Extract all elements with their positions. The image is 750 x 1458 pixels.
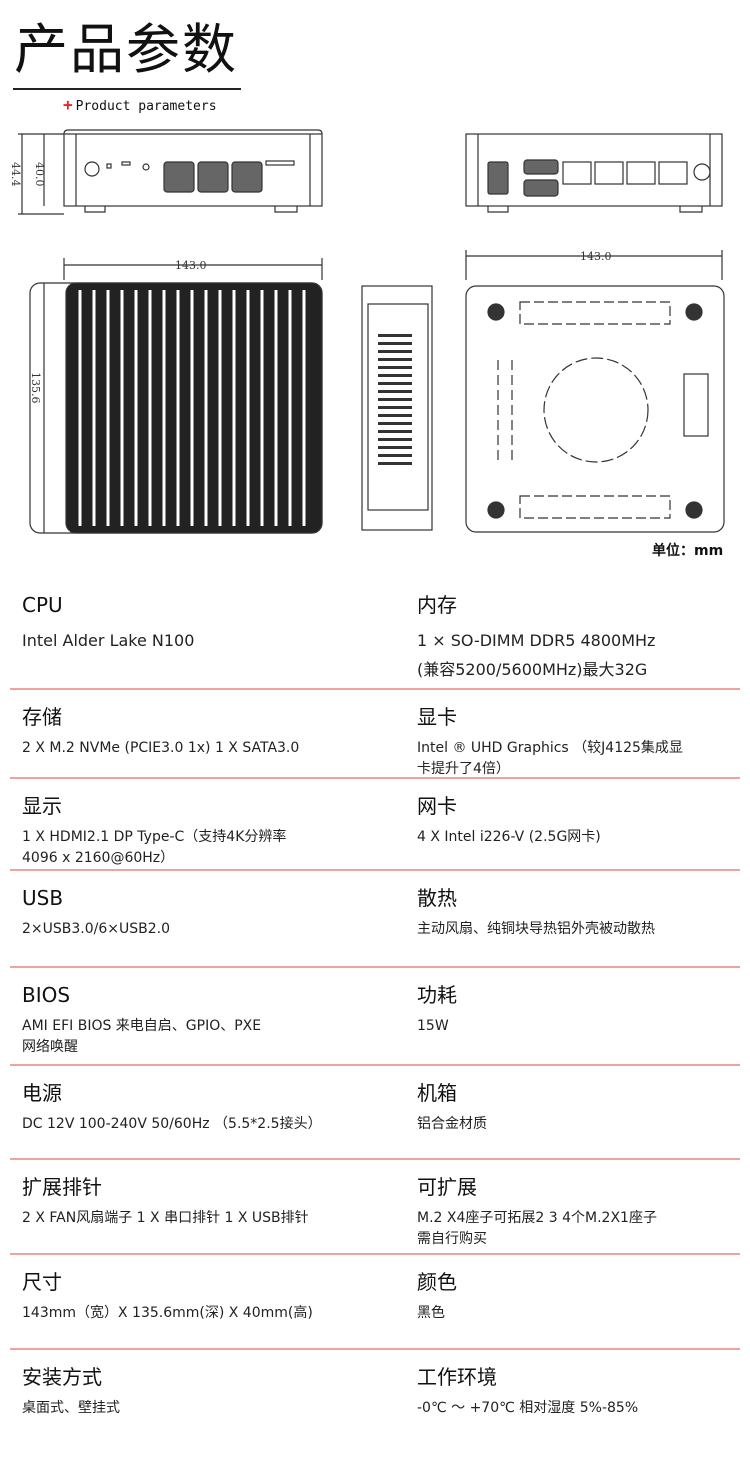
spec-left: 尺寸 143mm（宽）X 135.6mm(深) X 40mm(高) xyxy=(22,1255,392,1324)
spec-label: 电源 xyxy=(22,1081,62,1105)
plus-icon: + xyxy=(63,95,73,114)
spec-left: BIOS AMI EFI BIOS 来电自启、GPIO、PXE 网络唤醒 xyxy=(22,968,392,1058)
spec-value: 1 X HDMI2.1 DP Type-C（支持4K分辨率 xyxy=(22,829,287,845)
spec-left: 显示 1 X HDMI2.1 DP Type-C（支持4K分辨率 4096 x 21… xyxy=(22,779,392,869)
spec-label: 安装方式 xyxy=(22,1365,102,1389)
spec-row: 显示 1 X HDMI2.1 DP Type-C（支持4K分辨率 4096 x 21… xyxy=(10,779,740,871)
spec-label: 存储 xyxy=(22,705,62,729)
spec-value: 143mm（宽）X 135.6mm(深) X 40mm(高) xyxy=(22,1305,313,1321)
spec-right: 工作环境 -0℃ ～ +70℃ 相对湿度 5%-85% xyxy=(417,1350,737,1419)
dim-height-total: 44.4 xyxy=(9,162,22,187)
spec-value: 4 X Intel i226-V (2.5G网卡) xyxy=(417,829,601,845)
spec-row: BIOS AMI EFI BIOS 来电自启、GPIO、PXE 网络唤醒 功耗 15W xyxy=(10,968,740,1066)
spec-left: 扩展排针 2 X FAN风扇端子 1 X 串口排针 1 X USB排针 xyxy=(22,1160,392,1229)
spec-value: 主动风扇、纯铜块导热铝外壳被动散热 xyxy=(417,921,655,937)
spec-value: 需自行购买 xyxy=(417,1231,487,1247)
spec-label: 内存 xyxy=(417,593,457,617)
spec-row: 扩展排针 2 X FAN风扇端子 1 X 串口排针 1 X USB排针 可扩展 M.2… xyxy=(10,1160,740,1255)
spec-value: (兼容5200/5600MHz)最大32G xyxy=(417,660,648,679)
spec-right: 颜色黑色 xyxy=(417,1255,737,1324)
spec-value: 2 X M.2 NVMe (PCIE3.0 1x) 1 X SATA3.0 xyxy=(22,740,300,756)
spec-row: 存储 2 X M.2 NVMe (PCIE3.0 1x) 1 X SATA3.0 显… xyxy=(10,690,740,779)
spec-value: 4096 x 2160@60Hz） xyxy=(22,850,175,866)
spec-value: 1 × SO-DIMM DDR5 4800MHz xyxy=(417,631,656,650)
spec-right: 显卡 Intel ® UHD Graphics （较J4125集成显卡提升了4倍） xyxy=(417,690,737,780)
spec-row: USB 2×USB3.0/6×USB2.0 散热主动风扇、纯铜块导热铝外壳被动散热 xyxy=(10,871,740,968)
spec-label: 尺寸 xyxy=(22,1270,62,1294)
spec-right: 可扩展 M.2 X4座子可拓展2 3 4个M.2X1座子需自行购买 xyxy=(417,1160,737,1250)
spec-value: -0℃ ～ +70℃ 相对湿度 5%-85% xyxy=(417,1400,639,1416)
top-view: 143.0 135.6 xyxy=(29,258,323,534)
spec-value: 黑色 xyxy=(417,1305,445,1321)
spec-label: CPU xyxy=(22,593,63,617)
spec-value: DC 12V 100-240V 50/60Hz （5.5*2.5接头） xyxy=(22,1116,322,1132)
dim-depth: 135.6 xyxy=(29,372,42,404)
spec-label: 显示 xyxy=(22,794,62,818)
spec-row: 安装方式桌面式、壁挂式 工作环境 -0℃ ～ +70℃ 相对湿度 5%-85% xyxy=(10,1350,740,1458)
side-view xyxy=(361,285,433,531)
spec-left: 电源 DC 12V 100-240V 50/60Hz （5.5*2.5接头） xyxy=(22,1066,392,1135)
dim-width-bottom: 143.0 xyxy=(580,250,612,263)
spec-label: 机箱 xyxy=(417,1081,457,1105)
spec-value: Intel ® UHD Graphics （较J4125集成显 xyxy=(417,740,683,756)
spec-left: 安装方式桌面式、壁挂式 xyxy=(22,1350,392,1419)
bottom-view: 143.0 xyxy=(465,250,725,533)
spec-right: 散热主动风扇、纯铜块导热铝外壳被动散热 xyxy=(417,871,737,940)
spec-right: 网卡 4 X Intel i226-V (2.5G网卡) xyxy=(417,779,737,848)
dim-width-front: 143.0 xyxy=(175,259,207,272)
dim-height-body: 40.0 xyxy=(33,162,46,187)
spec-label: 功耗 xyxy=(417,983,457,1007)
spec-label: BIOS xyxy=(22,983,71,1007)
title-underline xyxy=(13,88,241,90)
spec-value: 卡提升了4倍） xyxy=(417,761,510,777)
spec-left: 存储 2 X M.2 NVMe (PCIE3.0 1x) 1 X SATA3.0 xyxy=(22,690,392,759)
front-view: 44.4 40.0 xyxy=(9,129,323,215)
spec-value: 15W xyxy=(417,1018,449,1034)
subtitle-text: Product parameters xyxy=(75,99,217,114)
spec-left: CPU Intel Alder Lake N100 xyxy=(22,580,392,655)
spec-value: Intel Alder Lake N100 xyxy=(22,631,195,650)
spec-label: 扩展排针 xyxy=(22,1175,102,1199)
page-subtitle: +Product parameters xyxy=(63,95,217,114)
spec-label: 显卡 xyxy=(417,705,457,729)
spec-value: 铝合金材质 xyxy=(417,1116,487,1132)
spec-label: USB xyxy=(22,886,64,910)
spec-right: 机箱铝合金材质 xyxy=(417,1066,737,1135)
spec-left: USB 2×USB3.0/6×USB2.0 xyxy=(22,871,392,940)
spec-value: AMI EFI BIOS 来电自启、GPIO、PXE xyxy=(22,1018,262,1034)
rear-view xyxy=(465,133,723,213)
spec-value: M.2 X4座子可拓展2 3 4个M.2X1座子 xyxy=(417,1210,657,1226)
spec-value: 桌面式、壁挂式 xyxy=(22,1400,120,1416)
spec-row: 尺寸 143mm（宽）X 135.6mm(深) X 40mm(高) 颜色黑色 xyxy=(10,1255,740,1350)
spec-right: 功耗 15W xyxy=(417,968,737,1037)
page-title: 产品参数 xyxy=(14,18,238,81)
spec-value: 2×USB3.0/6×USB2.0 xyxy=(22,921,170,937)
spec-label: 网卡 xyxy=(417,794,457,818)
spec-value: 2 X FAN风扇端子 1 X 串口排针 1 X USB排针 xyxy=(22,1210,309,1226)
spec-label: 可扩展 xyxy=(417,1175,477,1199)
spec-value: 网络唤醒 xyxy=(22,1039,78,1055)
spec-row: 电源 DC 12V 100-240V 50/60Hz （5.5*2.5接头） 机箱铝… xyxy=(10,1066,740,1160)
spec-label: 散热 xyxy=(417,886,457,910)
product-dimension-drawing: 44.4 40.0 143.0 135.6 143.0 xyxy=(9,129,725,534)
spec-right: 内存 1 × SO-DIMM DDR5 4800MHz (兼容5200/5600MH… xyxy=(417,580,737,684)
spec-label: 颜色 xyxy=(417,1270,457,1294)
spec-row: CPU Intel Alder Lake N100 内存 1 × SO-DIMM DD… xyxy=(10,580,740,690)
unit-label: 单位：mm xyxy=(652,543,724,559)
spec-label: 工作环境 xyxy=(417,1365,497,1389)
